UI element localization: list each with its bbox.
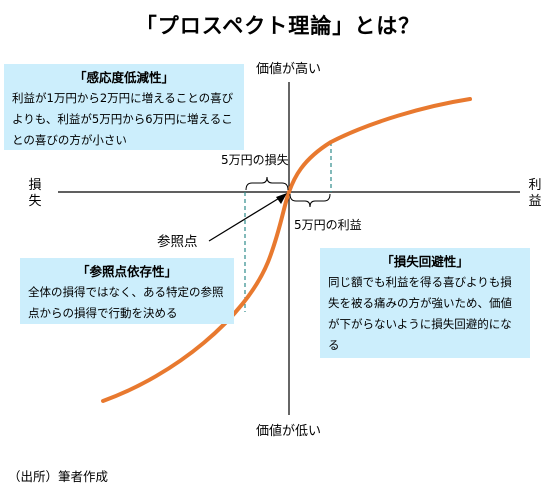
page-title: 「プロスペクト理論」とは？ (135, 14, 421, 38)
sensitivity-box: 「感応度低減性」 利益が1万円から2万円に増えることの喜びよりも、利益が5万円か… (4, 64, 244, 150)
loss-brace (245, 176, 289, 191)
source-note: （出所）筆者作成 (8, 469, 109, 484)
axis-label-top: 価値が高い (256, 62, 322, 77)
reference-arrow-line (208, 196, 282, 242)
gain-amount-label: 5万円の利益 (294, 218, 362, 232)
axis-label-right: 利益 (528, 178, 542, 209)
loss-amount-label: 5万円の損失 (221, 153, 289, 167)
reference-arrow-head (276, 193, 287, 204)
gain-brace (289, 193, 331, 208)
loss-aversion-box-body: 同じ額でも利益を得る喜びよりも損失を被る痛みの方が強いため、価値が下がらないよう… (328, 275, 512, 352)
value-function-curve (101, 97, 472, 403)
axis-label-left: 損失 (28, 178, 42, 209)
sensitivity-box-body: 利益が1万円から2万円に増えることの喜びよりも、利益が5万円から6万円に増えるこ… (12, 91, 234, 147)
loss-aversion-box: 「損失回避性」 同じ額でも利益を得る喜びよりも損失を被る痛みの方が強いため、価値… (320, 248, 530, 358)
reference-point-label: 参照点 (157, 234, 198, 250)
loss-aversion-box-title: 「損失回避性」 (381, 254, 469, 269)
axis-label-bottom: 価値が低い (256, 424, 322, 439)
reference-dependence-box: 「参照点依存性」 全体の損得ではなく、ある特定の参照点からの損得で行動を決める (20, 258, 234, 324)
reference-dependence-box-title: 「参照点依存性」 (76, 264, 177, 279)
reference-dependence-box-body: 全体の損得ではなく、ある特定の参照点からの損得で行動を決める (28, 285, 224, 320)
sensitivity-box-title: 「感応度低減性」 (73, 70, 174, 85)
